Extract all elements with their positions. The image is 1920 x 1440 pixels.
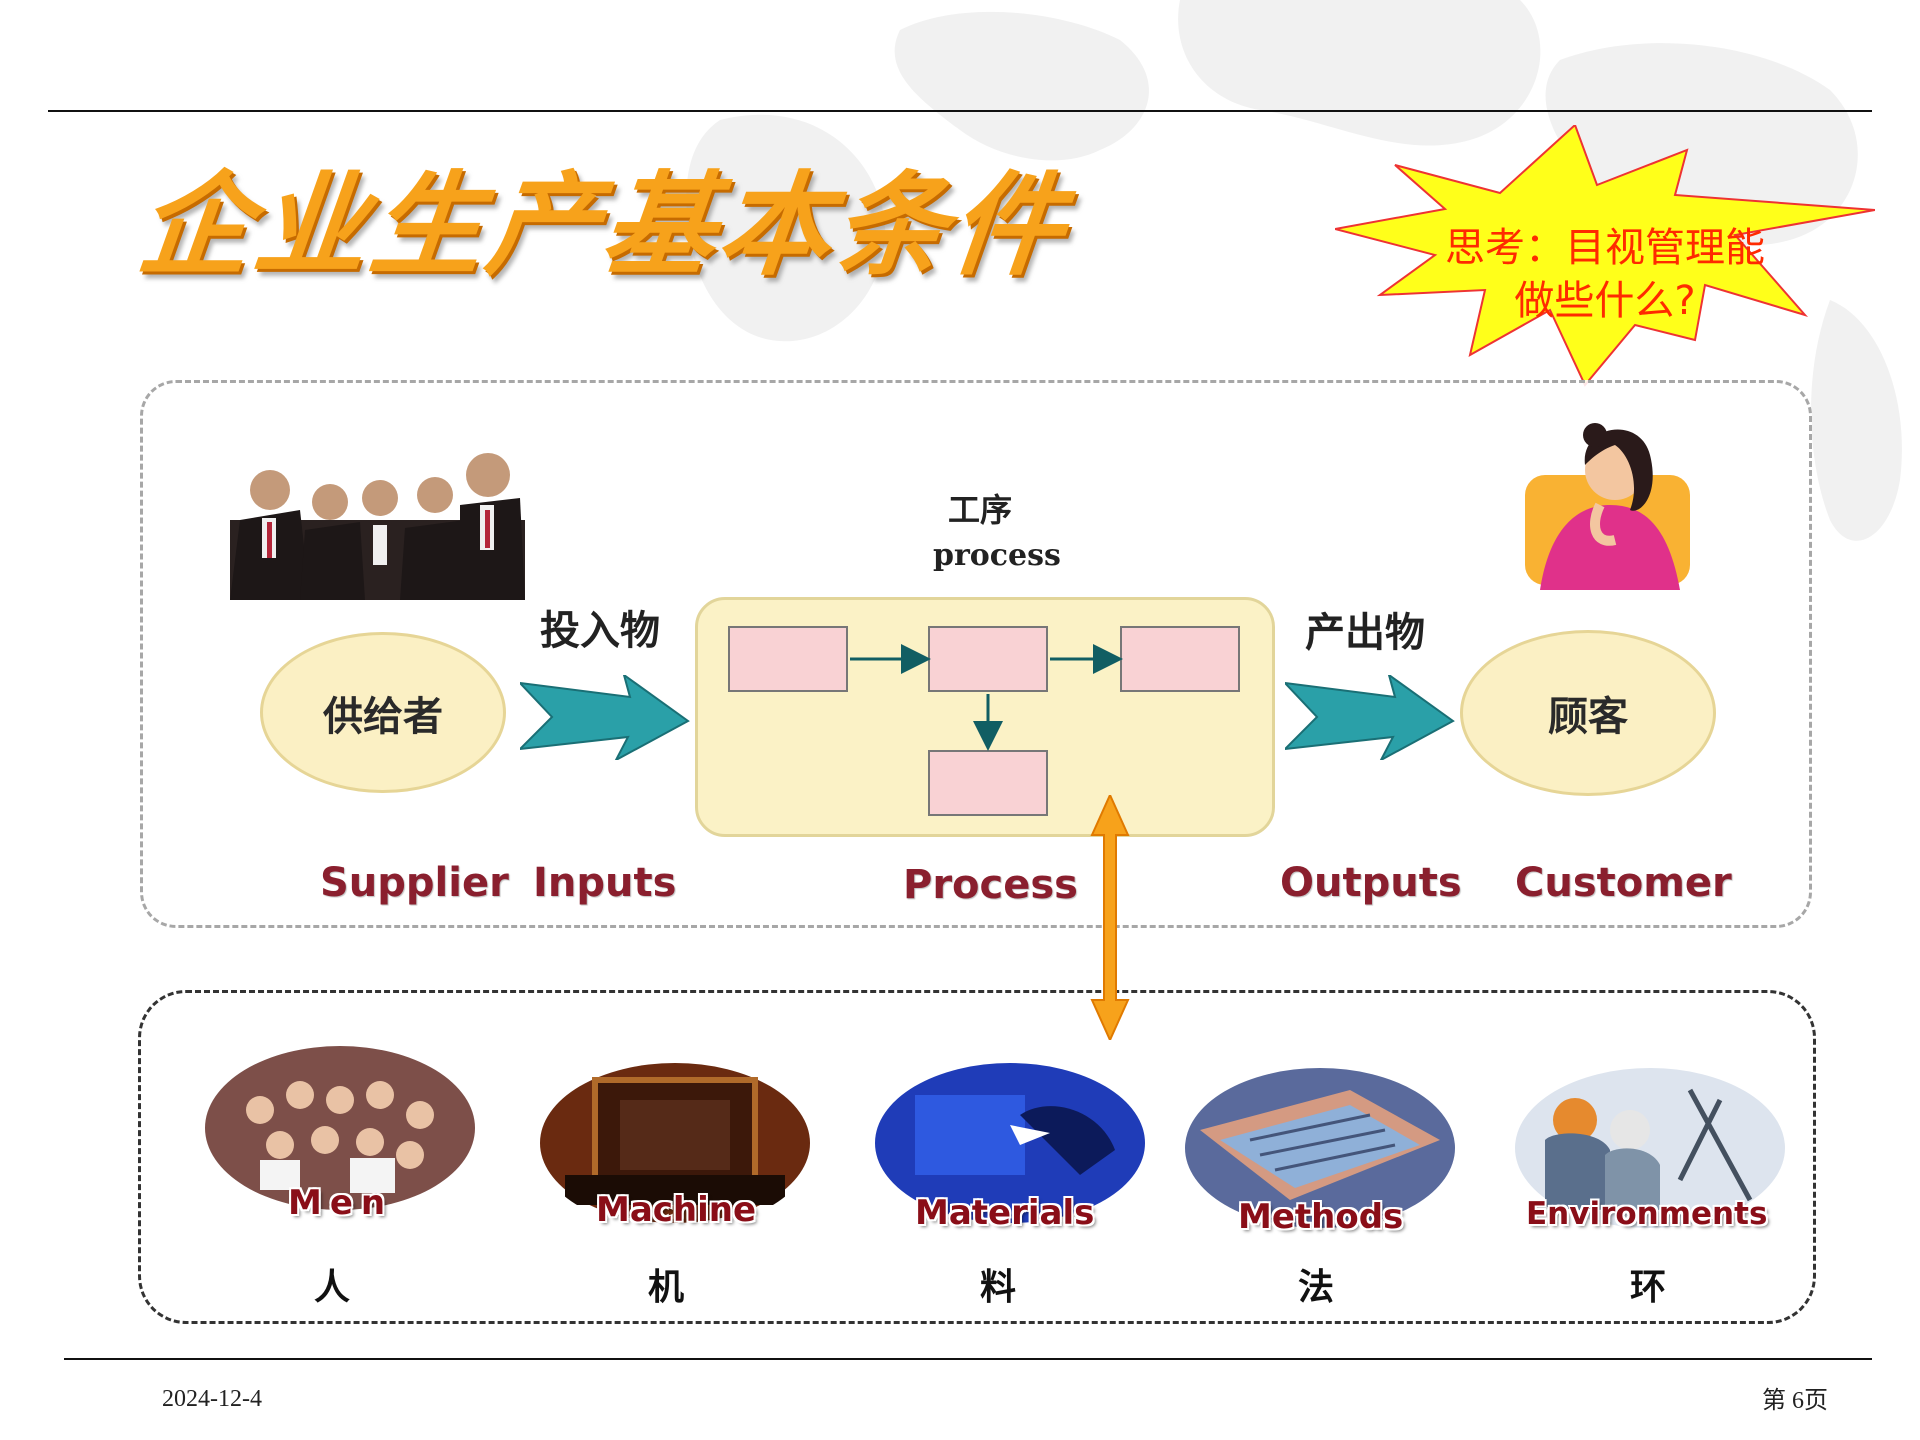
process-step-4 — [928, 750, 1048, 816]
footer-date: 2024-12-4 — [162, 1386, 262, 1412]
input-arrow-icon — [520, 675, 690, 760]
outputs-en-label: Outputs — [1280, 860, 1462, 906]
methods-label: Methods — [1238, 1197, 1404, 1237]
process-step-2 — [928, 626, 1048, 692]
materials-label: Materials — [915, 1193, 1095, 1233]
methods-photo-icon — [1185, 1068, 1455, 1228]
process-step-1 — [728, 626, 848, 692]
output-arrow-icon — [1285, 675, 1455, 760]
top-rule — [48, 110, 1872, 112]
customer-woman-icon — [1525, 423, 1690, 590]
process-step-3 — [1120, 626, 1240, 692]
customer-node: 顾客 — [1460, 630, 1716, 796]
process-cn-label: 工序 — [948, 491, 1013, 529]
materials-photo-icon — [875, 1063, 1145, 1223]
inputs-cn-label: 投入物 — [540, 608, 660, 654]
outputs-cn-label: 产出物 — [1305, 610, 1425, 656]
double-arrow-icon — [1090, 795, 1130, 1040]
page-title: 企业生产基本条件 — [132, 160, 1074, 291]
machine-cn-label: 机 — [647, 1266, 684, 1308]
process-en-bottom-label: Process — [903, 862, 1078, 908]
environments-photo-icon — [1515, 1068, 1785, 1228]
footer-page-number: 第 6页 — [1762, 1388, 1828, 1414]
methods-cn-label: 法 — [1297, 1266, 1334, 1308]
machine-label: Machine — [596, 1190, 757, 1230]
machine-photo-icon — [540, 1063, 810, 1223]
supplier-cn-label: 供给者 — [323, 693, 443, 740]
men-photo-icon — [205, 1046, 475, 1210]
callout-starburst — [1335, 125, 1875, 387]
supplier-en-label: Supplier — [320, 860, 509, 906]
process-step-arrows — [850, 644, 1123, 751]
inputs-en-label: Inputs — [533, 860, 677, 906]
bottom-rule — [64, 1358, 1872, 1360]
process-en-label: process — [933, 538, 1061, 573]
environments-label: Environments — [1526, 1196, 1768, 1232]
callout-line-1: 思考：目视管理能 — [1445, 225, 1765, 271]
customer-en-label: Customer — [1515, 860, 1732, 906]
materials-cn-label: 料 — [979, 1266, 1016, 1308]
men-cn-label: 人 — [313, 1266, 350, 1308]
supplier-group-icon — [230, 453, 525, 600]
callout-line-2: 做些什么? — [1514, 278, 1696, 324]
men-label: Men — [288, 1183, 394, 1223]
supplier-node: 供给者 — [260, 632, 506, 793]
customer-cn-label: 顾客 — [1548, 694, 1628, 740]
environments-cn-label: 环 — [1629, 1266, 1666, 1308]
